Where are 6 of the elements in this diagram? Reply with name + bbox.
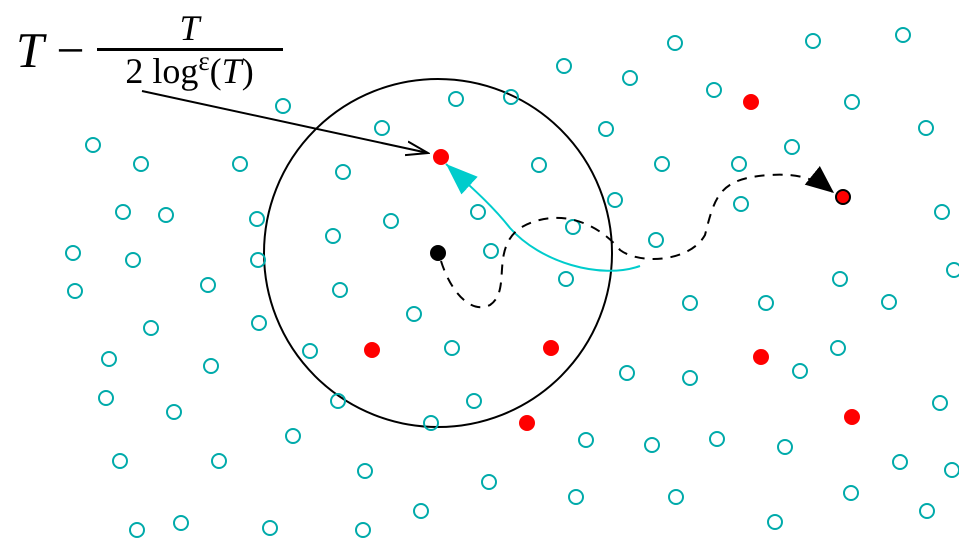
curved-arrow xyxy=(445,163,640,272)
fraction-denominator: 2 log$^{ε}$(T) xyxy=(125,53,254,89)
dashed-path-arrow xyxy=(440,166,835,308)
formula-term: T − xyxy=(16,24,85,74)
leader-arrow xyxy=(142,90,429,156)
fraction-numerator: T xyxy=(180,10,200,46)
